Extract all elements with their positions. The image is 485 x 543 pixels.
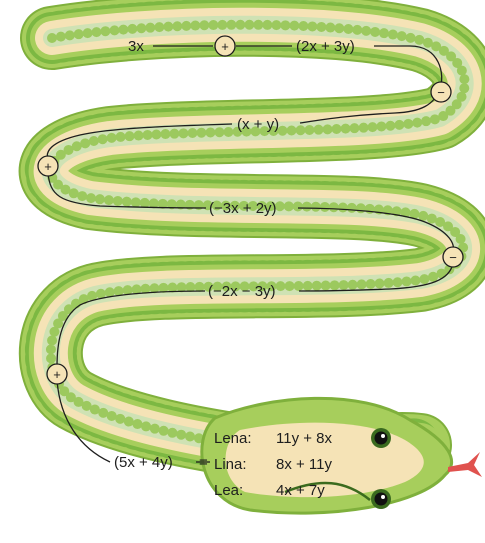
operator-plus-1: + — [214, 35, 236, 57]
svg-text:+: + — [221, 39, 229, 54]
equals-sign: = — [199, 454, 208, 471]
eye-lower-icon — [371, 489, 391, 509]
answer-result: 8x + 11y — [276, 456, 333, 473]
snake-head — [200, 396, 482, 515]
calculation-path — [46, 45, 455, 463]
answer-name: Lina: — [214, 456, 247, 473]
answer-name: Lea: — [214, 482, 243, 499]
svg-text:−: − — [437, 85, 445, 100]
start-expression: (5x + 4y) — [114, 454, 173, 471]
operator-minus-4: − — [442, 246, 464, 268]
term-2x-plus-3y: (2x + 3y) — [296, 38, 355, 55]
tongue-icon — [448, 452, 482, 477]
answer-result: 11y + 8x — [276, 430, 333, 447]
operator-plus-5: + — [46, 363, 68, 385]
svg-text:+: + — [44, 159, 52, 174]
term-3x: 3x — [128, 38, 144, 55]
operator-plus-3: + — [37, 155, 59, 177]
svg-text:+: + — [53, 367, 61, 382]
operator-minus-2: − — [430, 81, 452, 103]
term-minus-3x-plus-2y: (−3x + 2y) — [209, 200, 277, 217]
term-x-plus-y: (x + y) — [237, 116, 279, 133]
answer-name: Lena: — [214, 430, 252, 447]
svg-text:−: − — [449, 250, 457, 265]
eye-upper-icon — [371, 428, 391, 448]
answer-result: 4x + 7y — [276, 482, 325, 499]
term-minus-2x-minus-3y: (−2x − 3y) — [208, 283, 276, 300]
answers-list: Lena: 11y + 8x Lina: 8x + 11y Lea: 4x + … — [214, 430, 333, 499]
